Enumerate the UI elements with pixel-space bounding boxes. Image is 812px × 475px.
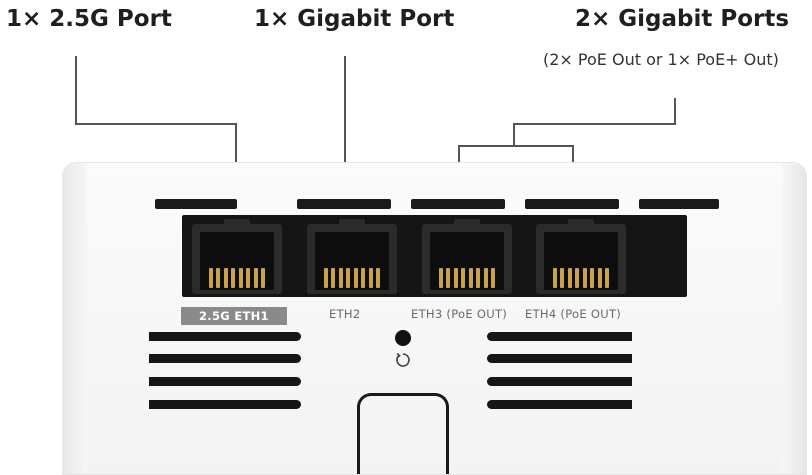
port-pins	[209, 268, 265, 288]
device-edge-right	[782, 163, 806, 474]
leader-line-eth34-stem	[513, 98, 676, 146]
left-vent-slot	[149, 332, 301, 341]
ethernet-port-eth4[interactable]	[536, 219, 626, 294]
callout-gigabit-port: 1× Gigabit Port	[254, 6, 455, 32]
cable-cover	[357, 393, 449, 474]
ethernet-port-eth3[interactable]	[422, 219, 512, 294]
right-vent-slot	[487, 332, 632, 341]
callout-2-5g-port: 1× 2.5G Port	[6, 6, 172, 32]
device-edge-left	[63, 163, 87, 474]
right-vent-slot	[487, 354, 632, 363]
left-vent-slot	[149, 354, 301, 363]
left-vent-slot	[149, 400, 301, 409]
reset-icon	[396, 352, 410, 367]
port-label-eth3: ETH3 (PoE OUT)	[411, 307, 508, 321]
left-vent-slot	[149, 377, 301, 386]
ethernet-port-block	[182, 215, 687, 297]
top-vent-slot	[297, 199, 391, 209]
top-vent-slot	[411, 199, 505, 209]
top-vent-slot	[525, 199, 619, 209]
port-pins	[439, 268, 495, 288]
port-label-eth4: ETH4 (PoE OUT)	[525, 307, 622, 321]
top-vent-slot	[155, 199, 237, 209]
port-label-eth1: 2.5G ETH1	[181, 307, 287, 325]
router-back-panel: 2.5G ETH1 ETH2 ETH3 (PoE OUT) ETH4 (PoE …	[62, 162, 807, 475]
right-vent-slot	[487, 377, 632, 386]
port-pins	[324, 268, 380, 288]
reset-button[interactable]	[395, 330, 411, 346]
callout-gigabit-ports: 2× Gigabit Ports	[575, 6, 790, 32]
top-vent-slot	[639, 199, 719, 209]
right-vent-slot	[487, 400, 632, 409]
callout-poe-note: (2× PoE Out or 1× PoE+ Out)	[543, 50, 779, 69]
ethernet-port-eth1[interactable]	[192, 219, 282, 294]
port-pins	[553, 268, 609, 288]
port-label-eth2: ETH2	[329, 307, 361, 321]
ethernet-port-eth2[interactable]	[307, 219, 397, 294]
